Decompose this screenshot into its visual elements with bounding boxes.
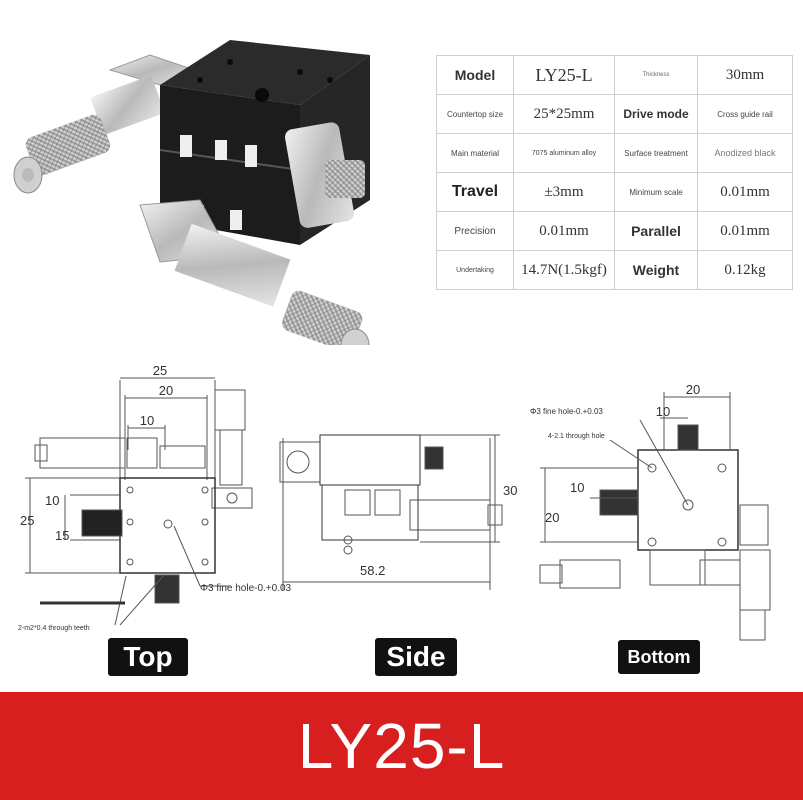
dim-bottom-20: 20	[686, 382, 700, 397]
spec-value: Cross guide rail	[697, 94, 793, 134]
product-photo	[13, 40, 370, 345]
spec-value: 0.01mm	[697, 172, 793, 212]
label-top: Top	[108, 638, 188, 676]
dim-side-58: 58.2	[360, 563, 385, 578]
dim-bottom-left-20: 20	[545, 510, 559, 525]
spec-value: 0.12kg	[697, 250, 793, 290]
label-bottom: Bottom	[618, 640, 700, 674]
table-row: Travel ±3mm Minimum scale 0.01mm	[436, 172, 793, 212]
title-banner: LY25-L	[0, 692, 803, 800]
spec-label: Parallel	[614, 211, 698, 251]
spec-label: Main material	[436, 133, 514, 173]
table-row: Countertop size 25*25mm Drive mode Cross…	[436, 94, 793, 134]
spec-label: Undertaking	[436, 250, 514, 290]
table-row: Main material 7075 aluminum alloy Surfac…	[436, 133, 793, 173]
spec-value: 0.01mm	[697, 211, 793, 251]
dim-side-30: 30	[503, 483, 517, 498]
spec-value: ±3mm	[513, 172, 615, 212]
spec-table: Model LY25-L Thickness 30mm Countertop s…	[436, 55, 793, 290]
note-through-hole: 4-2.1 through hole	[548, 433, 605, 440]
dim-top-20: 20	[159, 383, 173, 398]
spec-label: Weight	[614, 250, 698, 290]
banner-title: LY25-L	[297, 710, 506, 782]
top-view-drawing: 25 20 10 25 10 15 Φ3 fine hole-0.+0.03 2…	[18, 363, 292, 632]
bottom-view-drawing: 20 10 10 20 Φ3 fine hole-0.+0.03 4-2.1 t…	[530, 382, 771, 641]
note-bottom-fine-hole: Φ3 fine hole-0.+0.03	[530, 407, 603, 416]
spec-label: Minimum scale	[614, 172, 698, 212]
spec-value: Anodized black	[697, 133, 793, 173]
spec-label: Surface treatment	[614, 133, 698, 173]
table-row: Model LY25-L Thickness 30mm	[436, 55, 793, 95]
technical-drawings: 25 20 10 25 10 15 Φ3 fine hole-0.+0.03 2…	[18, 363, 771, 641]
table-row: Precision 0.01mm Parallel 0.01mm	[436, 211, 793, 251]
note-teeth: 2-m2*0.4 through teeth	[18, 625, 90, 632]
spec-value: 30mm	[697, 55, 793, 95]
spec-label: Precision	[436, 211, 514, 251]
spec-label: Travel	[436, 172, 514, 212]
dim-left-25: 25	[20, 513, 34, 528]
side-view-drawing: 30 58.2	[279, 434, 517, 590]
dim-bottom-10: 10	[656, 404, 670, 419]
spec-value: LY25-L	[513, 55, 615, 95]
spec-label: Drive mode	[614, 94, 698, 134]
dim-top-25: 25	[153, 363, 167, 378]
dim-left-15: 15	[55, 528, 69, 543]
spec-value: 7075 aluminum alloy	[513, 133, 615, 173]
dim-top-10: 10	[140, 413, 154, 428]
micrometer-lower	[139, 199, 370, 345]
spec-value: 0.01mm	[513, 211, 615, 251]
dim-left-10: 10	[45, 493, 59, 508]
spec-label: Thickness	[614, 55, 698, 95]
table-row: Undertaking 14.7N(1.5kgf) Weight 0.12kg	[436, 250, 793, 290]
dim-bottom-left-10: 10	[570, 480, 584, 495]
stage-body	[159, 40, 370, 245]
label-side: Side	[375, 638, 457, 676]
spec-label: Model	[436, 55, 514, 95]
spec-value: 14.7N(1.5kgf)	[513, 250, 615, 290]
spec-label: Countertop size	[436, 94, 514, 134]
note-fine-hole: Φ3 fine hole-0.+0.03	[200, 583, 292, 594]
spec-value: 25*25mm	[513, 94, 615, 134]
